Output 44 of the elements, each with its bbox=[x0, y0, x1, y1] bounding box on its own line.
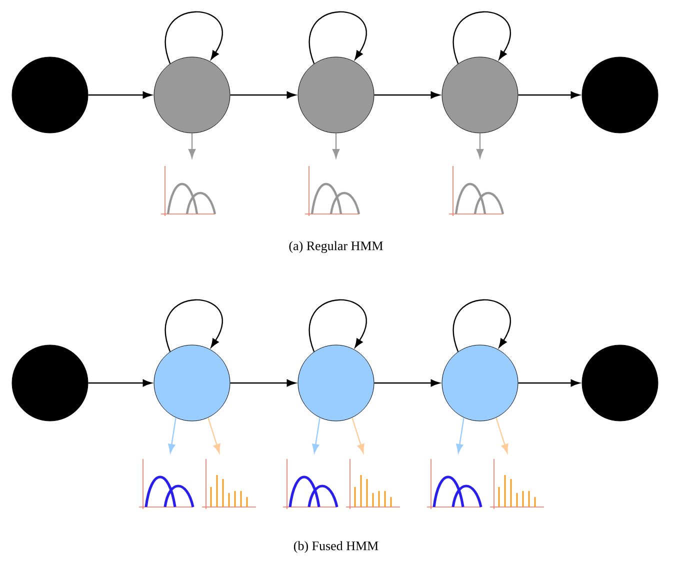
state-circle bbox=[298, 56, 374, 134]
transition-arrow bbox=[88, 379, 152, 387]
self-loop-arrow bbox=[165, 299, 223, 352]
plot-drawing bbox=[448, 166, 504, 216]
state-circle bbox=[154, 56, 230, 134]
self-loop-arrow bbox=[309, 299, 367, 352]
caption: (b) Fused HMM bbox=[294, 541, 378, 553]
plot-drawing bbox=[490, 458, 544, 510]
emission-arrow bbox=[456, 418, 464, 454]
transition-arrow bbox=[230, 91, 296, 99]
plot-drawing bbox=[304, 166, 360, 216]
emission-arrow bbox=[168, 418, 176, 454]
transition-arrow bbox=[518, 379, 580, 387]
plot-drawing bbox=[202, 458, 256, 510]
self-loop-arrow bbox=[165, 11, 223, 64]
state-circle bbox=[154, 344, 230, 422]
state-circle bbox=[12, 344, 88, 422]
transition-arrow bbox=[88, 91, 152, 99]
plot-drawing bbox=[282, 458, 338, 510]
emission-arrow bbox=[332, 133, 340, 158]
self-loop-arrow bbox=[309, 11, 367, 64]
self-loop-arrow bbox=[453, 299, 511, 352]
caption: (a) Regular HMM bbox=[289, 241, 383, 253]
emission-arrow bbox=[476, 133, 484, 158]
transition-arrow bbox=[374, 91, 440, 99]
emission-arrow bbox=[352, 417, 364, 454]
plot-drawing bbox=[346, 458, 400, 510]
state-circle bbox=[442, 344, 518, 422]
plot-drawing bbox=[160, 166, 216, 216]
state-circle bbox=[582, 344, 658, 422]
state-circle bbox=[442, 56, 518, 134]
emission-arrow bbox=[208, 417, 220, 454]
state-circle bbox=[298, 344, 374, 422]
state-circle bbox=[582, 56, 658, 134]
emission-arrow bbox=[312, 418, 320, 454]
emission-arrow bbox=[496, 417, 508, 454]
state-circle bbox=[12, 56, 88, 134]
transition-arrow bbox=[374, 379, 440, 387]
self-loop-arrow bbox=[453, 11, 511, 64]
plot-drawing bbox=[426, 458, 482, 510]
emission-arrow bbox=[188, 133, 196, 158]
plot-drawing bbox=[138, 458, 194, 510]
transition-arrow bbox=[230, 379, 296, 387]
transition-arrow bbox=[518, 91, 580, 99]
